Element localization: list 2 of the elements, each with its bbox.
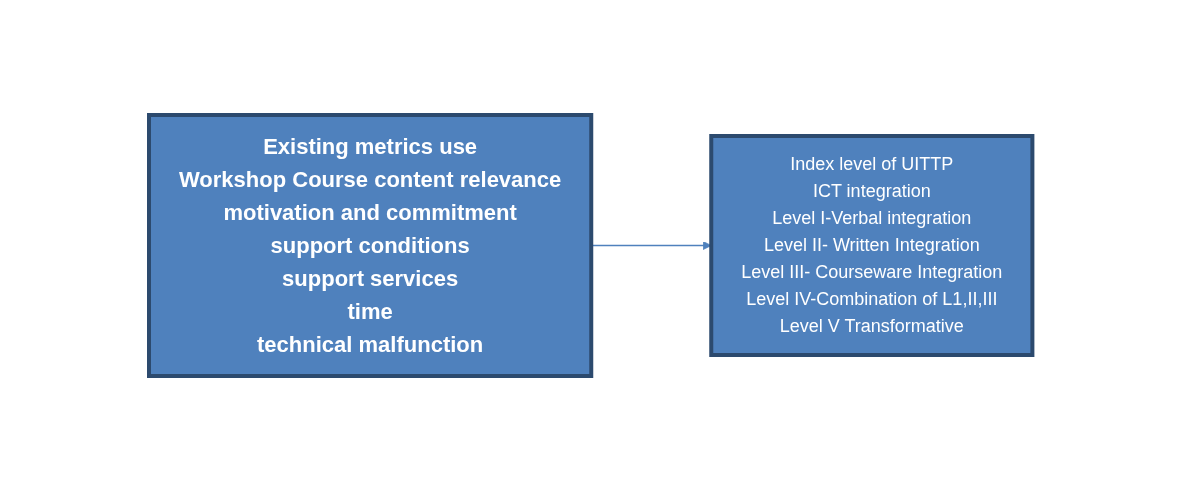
node-box: Existing metrics use Workshop Course content relevance motivation and commitment support conditions support services time technical malfunction <box>147 113 594 378</box>
node-box: Index level of UITTP ICT integration Level I-Verbal integration Level II- Written Integration Level III- Courseware Integration Level IV-Combination of L1,II,III Level V Transformative <box>709 134 1035 357</box>
